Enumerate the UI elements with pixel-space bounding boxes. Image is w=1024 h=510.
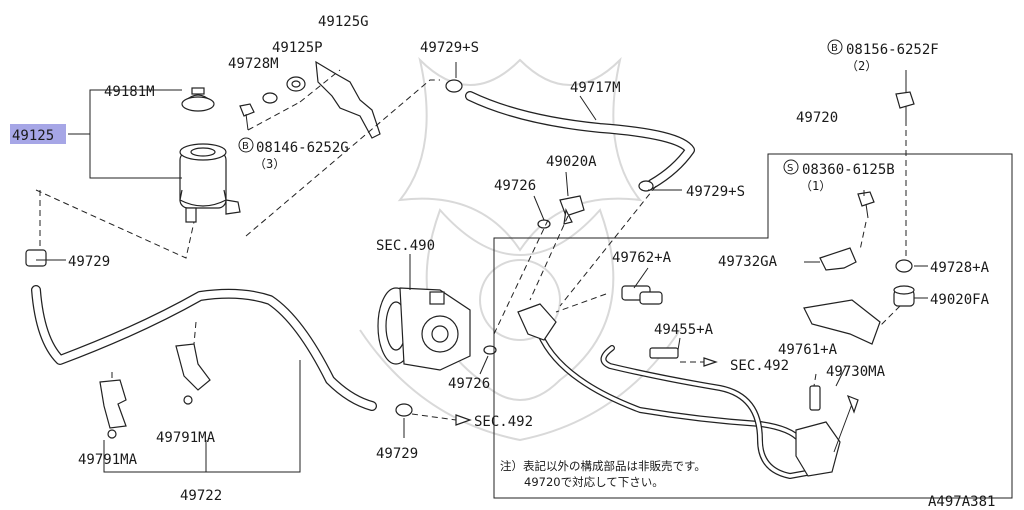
- power-steering-pump[interactable]: [377, 287, 471, 371]
- label-49717M[interactable]: 49717M: [570, 80, 621, 96]
- label-49729S-top[interactable]: 49729+S: [420, 40, 479, 56]
- suction-hose-49722[interactable]: [31, 285, 377, 411]
- label-08146-qty: （3）: [254, 157, 285, 171]
- hose-clip-center[interactable]: [175, 343, 211, 405]
- label-sec492-bottom[interactable]: SEC.492: [474, 414, 533, 430]
- hose-clamp-top[interactable]: [445, 79, 463, 93]
- label-49125G[interactable]: 49125G: [318, 14, 369, 30]
- label-49729-bottom[interactable]: 49729: [376, 446, 418, 462]
- reservoir-tank[interactable]: [179, 143, 241, 223]
- arrow-sec492-bottom: [455, 414, 472, 426]
- label-sec492-right[interactable]: SEC.492: [730, 358, 789, 374]
- bolt-type-circle: [827, 39, 843, 55]
- assembly-box-49720: [493, 153, 1013, 499]
- label-49455A[interactable]: 49455+A: [654, 322, 714, 338]
- label-49726-top[interactable]: 49726: [494, 178, 536, 194]
- reservoir-bolt[interactable]: [239, 103, 255, 131]
- return-hose-49717M[interactable]: [465, 91, 695, 189]
- label-49791MA-left[interactable]: 49791MA: [78, 452, 138, 468]
- label-49020FA[interactable]: 49020FA: [930, 292, 990, 308]
- sensor-49761A[interactable]: [809, 385, 821, 411]
- sensor-49455A[interactable]: [649, 347, 679, 359]
- label-08156-qty: （2）: [846, 59, 877, 73]
- hose-clamp-bottom[interactable]: [395, 403, 413, 417]
- hose-clamp-left[interactable]: [25, 249, 47, 267]
- label-49181M[interactable]: 49181M: [104, 84, 155, 100]
- label-49125[interactable]: 49125: [12, 128, 54, 144]
- hose-clamp-right[interactable]: [638, 180, 654, 192]
- label-49762A[interactable]: 49762+A: [612, 250, 672, 266]
- label-49728M[interactable]: 49728M: [228, 56, 279, 72]
- label-08360-6125B[interactable]: 08360-6125B: [802, 162, 895, 178]
- label-49729S-right[interactable]: 49729+S: [686, 184, 745, 200]
- pressure-switch-49762A[interactable]: [621, 285, 663, 305]
- label-49720[interactable]: 49720: [796, 110, 838, 126]
- reservoir-cap[interactable]: [181, 87, 215, 112]
- label-49020A[interactable]: 49020A: [546, 154, 597, 170]
- label-49730MA[interactable]: 49730MA: [826, 364, 886, 380]
- pressure-hose-49720[interactable]: [537, 331, 815, 479]
- label-49791MA-center[interactable]: 49791MA: [156, 430, 216, 446]
- bushing-49728A[interactable]: [895, 259, 913, 273]
- label-08360-circle: S: [787, 163, 793, 174]
- bracket-49730MA[interactable]: [803, 299, 881, 345]
- bolt-08360[interactable]: [857, 191, 875, 219]
- highlight-box-49125: [10, 124, 66, 144]
- label-49726-bottom[interactable]: 49726: [448, 376, 490, 392]
- screw-type-circle: [783, 159, 799, 175]
- connector-49020A[interactable]: [559, 195, 585, 225]
- hose-clip-left[interactable]: [99, 379, 127, 439]
- label-08146-circle: B: [242, 141, 249, 152]
- label-49761A[interactable]: 49761+A: [778, 342, 838, 358]
- reservoir-bracket[interactable]: [315, 60, 381, 139]
- label-08156-circle: B: [831, 43, 838, 54]
- label-08360-qty: （1）: [800, 179, 831, 193]
- reservoir-bushing[interactable]: [286, 76, 306, 92]
- note-line-2: 49720で対応して下さい。: [524, 475, 664, 489]
- label-49125P[interactable]: 49125P: [272, 40, 323, 56]
- arrow-bracket-direction: [846, 394, 859, 414]
- label-08146-6252G[interactable]: 08146-6252G: [256, 140, 349, 156]
- label-49728A[interactable]: 49728+A: [930, 260, 990, 276]
- arrow-sec492-right: [703, 357, 718, 367]
- label-49729-left[interactable]: 49729: [68, 254, 110, 270]
- collar-49020FA[interactable]: [893, 285, 915, 307]
- bracket-49732GA[interactable]: [819, 247, 857, 271]
- bolt-08156[interactable]: [895, 91, 915, 120]
- label-49722[interactable]: 49722: [180, 488, 222, 504]
- bolt-type-circle: [238, 137, 254, 153]
- label-08156-6252F[interactable]: 08156-6252F: [846, 42, 939, 58]
- label-sec490[interactable]: SEC.490: [376, 238, 435, 254]
- label-49732GA[interactable]: 49732GA: [718, 254, 778, 270]
- note-line-1: 注）表記以外の構成部品は非販売です。: [500, 459, 706, 473]
- pressure-fitting[interactable]: [517, 303, 557, 341]
- washer-49726-top[interactable]: [537, 219, 551, 229]
- reservoir-grommet[interactable]: [262, 92, 278, 104]
- valve-block[interactable]: [795, 421, 841, 477]
- diagram-code: A497A381: [928, 494, 995, 510]
- washer-49726-bottom[interactable]: [483, 345, 497, 355]
